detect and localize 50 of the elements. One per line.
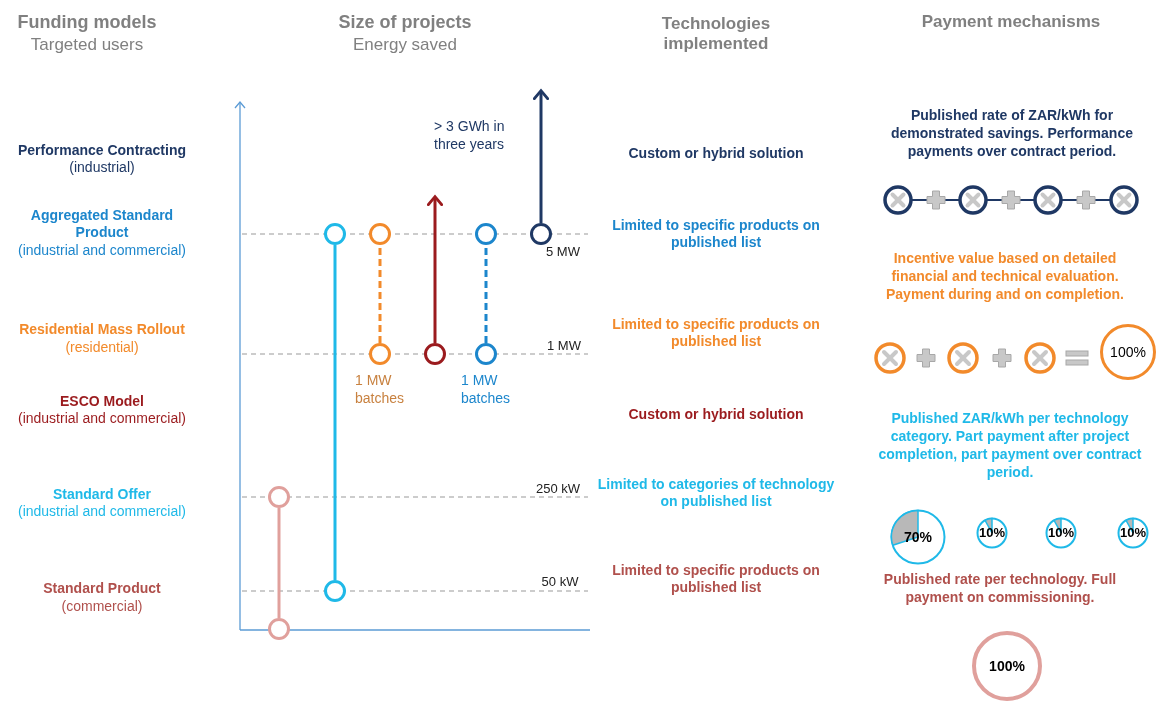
technology-description: Custom or hybrid solution xyxy=(627,404,805,424)
arrow xyxy=(532,89,550,223)
model-name: Residential Mass Rollout xyxy=(18,319,186,339)
technology-description: Custom or hybrid solution xyxy=(627,143,805,163)
model-name: Standard Product xyxy=(42,578,162,598)
user-type: (industrial and commercial) xyxy=(16,408,188,428)
payment-description: Published ZAR/kWh per technology category. Part payment after project completion, part payment over contract period. xyxy=(877,409,1143,481)
connector-line xyxy=(378,245,382,343)
node-caption: 1 MW batches xyxy=(355,371,406,407)
payment-description: Published rate per technology. Full payment on commissioning. xyxy=(882,570,1118,606)
node-caption: 1 MW batches xyxy=(461,371,512,407)
scale-label: 250 kW xyxy=(534,480,582,499)
column-heading: Technologies implemented xyxy=(660,14,772,54)
scale-label: 50 kW xyxy=(540,573,580,592)
connector-line xyxy=(484,245,488,343)
connector-line xyxy=(333,245,337,580)
technology-description: Limited to specific products on published list xyxy=(611,316,821,350)
user-type: (industrial and commercial) xyxy=(16,501,188,521)
percentage-label: 10% xyxy=(1120,524,1146,543)
technology-description: Limited to specific products on published list xyxy=(611,562,821,596)
user-type: (industrial and commercial) xyxy=(16,240,188,260)
model-name: Aggregated Standard Product xyxy=(29,207,175,241)
column-heading: Size of projects xyxy=(337,10,473,34)
connector-line xyxy=(277,508,281,618)
user-type: (residential) xyxy=(64,337,140,357)
payment-description: Incentive value based on detailed financial and technical evaluation. Payment during and on completion. xyxy=(885,249,1125,303)
user-type: (commercial) xyxy=(60,596,144,616)
arrow xyxy=(426,195,444,343)
model-name: Standard Offer xyxy=(52,484,152,504)
scale-label: 5 MW xyxy=(545,243,581,262)
model-name: Performance Contracting xyxy=(16,140,187,160)
column-heading: Funding models xyxy=(16,10,158,34)
user-type: (industrial) xyxy=(68,158,136,177)
technology-description: Limited to categories of technology on published list xyxy=(596,476,836,510)
percentage-label: 10% xyxy=(1048,524,1074,543)
pie-chart xyxy=(1045,517,1077,549)
percentage-label: 100% xyxy=(989,656,1025,676)
column-heading: Payment mechanisms xyxy=(920,11,1102,34)
pie-chart xyxy=(1117,517,1149,549)
scale-label: 1 MW xyxy=(546,337,582,356)
pie-chart xyxy=(976,517,1008,549)
column-subheading: Energy saved xyxy=(352,34,458,57)
percentage-label: 100% xyxy=(1110,342,1146,362)
pie-chart xyxy=(890,509,946,565)
annotation: > 3 GWh in three years xyxy=(434,117,506,153)
model-name: ESCO Model xyxy=(59,391,145,411)
technology-description: Limited to specific products on published list xyxy=(611,217,821,251)
percentage-label: 10% xyxy=(979,524,1005,543)
column-subheading: Targeted users xyxy=(29,34,145,57)
payment-description: Published rate of ZAR/kWh for demonstrated savings. Performance payments over contract period. xyxy=(890,106,1134,160)
